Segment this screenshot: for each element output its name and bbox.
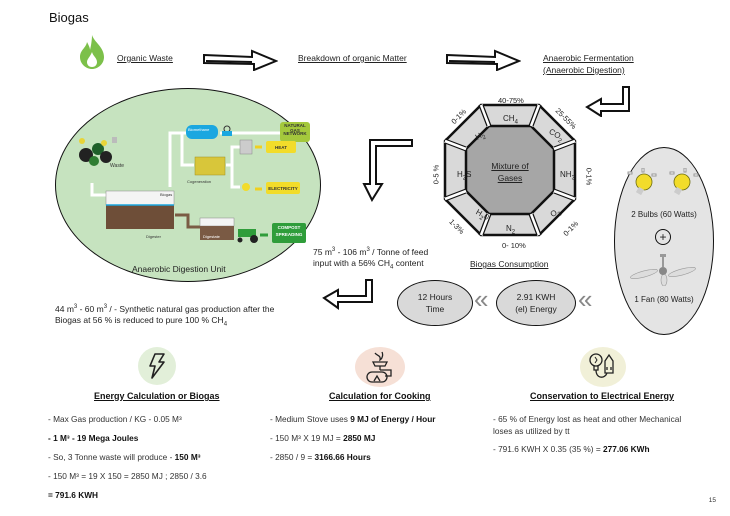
flame-icon (80, 35, 104, 69)
step-anaerobic-digestion: (Anaerobic Digestion) (543, 65, 625, 75)
page-number: 15 (708, 497, 716, 504)
electrical-section-title: Conservation to Electrical Energy (530, 391, 675, 401)
step-breakdown: Breakdown of organic Matter (298, 53, 407, 63)
compost-label: COMPOST (277, 225, 301, 230)
cooking-line: - 2850 / 9 = 3166.66 Hours (270, 452, 371, 462)
spreading-label: SPREADING (275, 232, 303, 237)
gas-ch4: CH4 (503, 114, 518, 126)
energy-ellipse: 2.91 KWH(el) Energy (496, 280, 576, 326)
range-n2: 0- 10% (502, 241, 526, 250)
range-nh3: 0-1% (584, 167, 594, 186)
ceiling-fan-icon (630, 254, 696, 286)
digester-label: Digester (146, 234, 161, 239)
natural-gas-network-label: NATURAL GAS (284, 122, 306, 133)
digestate-label: Digestate (203, 234, 220, 239)
digestion-process-illustration (79, 122, 310, 243)
energy-line: - 150 M³ = 19 X 150 = 2850 MJ ; 2850 / 3… (48, 471, 207, 481)
electrical-line: - 791.6 KWH X 0.35 (35 %) = 277.06 KWh (493, 444, 650, 454)
lightning-icon (138, 347, 176, 385)
right-arrow-icon (446, 49, 521, 71)
cogeneration-label: Cogeneration (187, 179, 212, 184)
natural-gas-network-label-2: NETWORK (283, 130, 307, 136)
energy-line: - So, 3 Tonne waste will produce - 150 M… (48, 452, 201, 462)
range-ch4: 40-75% (498, 96, 524, 105)
elbow-left-arrow-icon (322, 279, 373, 310)
electrical-line: loses as utilized by tt (493, 426, 570, 436)
bulbs-label: 2 Bulbs (60 Watts) (631, 210, 697, 219)
plus-icon: + (655, 229, 671, 245)
range-h2s: 0-5 % (431, 164, 441, 185)
gas-nh3: NH3 (560, 170, 575, 182)
gas-h2s: H2S (457, 170, 472, 182)
energy-line: - Max Gas production / KG - 0.05 M³ (48, 414, 182, 424)
fan-label: 1 Fan (80 Watts) (634, 295, 694, 304)
light-bulbs-icon (627, 168, 699, 196)
step-organic-waste: Organic Waste (117, 53, 173, 63)
chevron-left-icon: « (578, 284, 593, 314)
digestion-unit-caption: Anaerobic Digestion Unit (132, 264, 226, 274)
feed-note: 75 m3 - 106 m3 / Tonne of feed input wit… (313, 246, 429, 271)
electrical-line: - 65 % of Energy lost as heat and other … (493, 414, 682, 424)
cooking-section-title: Calculation for Cooking (329, 391, 431, 401)
cooking-line: - Medium Stove uses 9 MJ of Energy / Hou… (270, 414, 436, 424)
page-title: Biogas (49, 10, 89, 25)
energy-line: - 1 M³ - 19 Mega Joules (48, 433, 139, 443)
step-anaerobic-fermentation: Anaerobic Fermentation (543, 53, 634, 63)
gas-mixture-octagon (443, 103, 577, 237)
energy-section-title: Energy Calculation or Biogas (94, 391, 220, 401)
right-arrow-icon (203, 49, 278, 71)
gas-n2: N2 (506, 224, 516, 236)
electricity-label: ELECTRICITY (268, 185, 298, 191)
biogas-label: Biogas (160, 192, 173, 197)
cooking-line: - 150 M³ X 19 MJ = 2850 MJ (270, 433, 376, 443)
stove-icon (355, 347, 405, 387)
heat-label: HEAT (275, 144, 287, 150)
sng-note: 44 m3 - 60 m3 / - Synthetic natural gas … (55, 303, 275, 328)
elbow-down-arrow-icon (362, 139, 413, 202)
elbow-left-arrow-icon (585, 86, 630, 117)
plug-bulb-icon (580, 347, 626, 387)
chevron-left-icon: « (474, 284, 489, 314)
biogas-consumption-label: Biogas Consumption (470, 259, 549, 269)
energy-line: = 791.6 KWH (48, 490, 99, 500)
biomethane-label: Biomethane (188, 127, 210, 132)
waste-label: Waste (110, 163, 124, 169)
